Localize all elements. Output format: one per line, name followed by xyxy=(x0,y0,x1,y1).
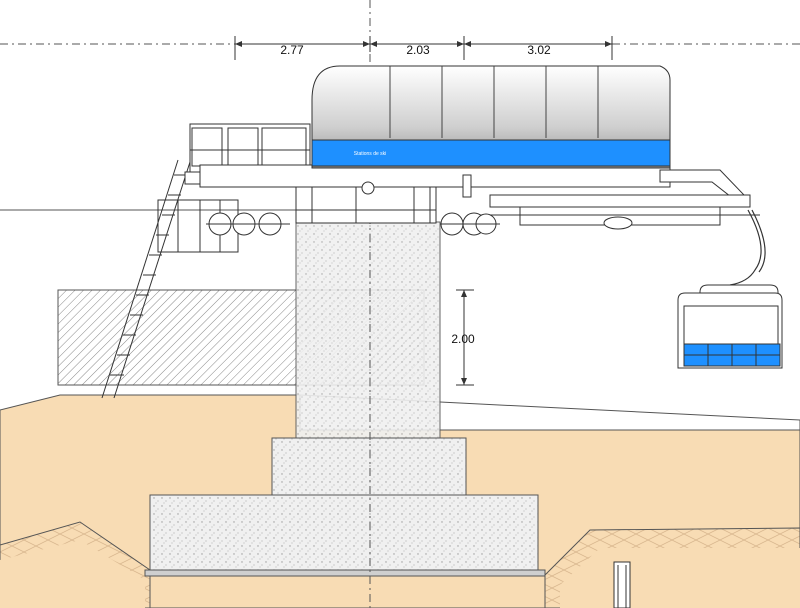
canopy-label: Stations de ski xyxy=(354,151,387,157)
steel-frame xyxy=(199,164,671,224)
dimension-2-03: 2.03 xyxy=(406,43,430,57)
bullwheel-icon xyxy=(206,174,500,236)
dimension-2-00: 2.00 xyxy=(451,332,475,346)
chair-hanger xyxy=(729,209,766,286)
canopy xyxy=(311,65,671,169)
vertical-dimension xyxy=(456,289,474,386)
dimension-3-02: 3.02 xyxy=(527,43,551,57)
dimension-2-77: 2.77 xyxy=(280,43,304,57)
return-structure xyxy=(470,169,760,230)
foundation xyxy=(144,221,546,577)
shaft xyxy=(613,561,631,608)
top-dimension xyxy=(234,36,613,60)
gondola-cabin-icon xyxy=(677,284,783,369)
staircase xyxy=(101,159,239,399)
